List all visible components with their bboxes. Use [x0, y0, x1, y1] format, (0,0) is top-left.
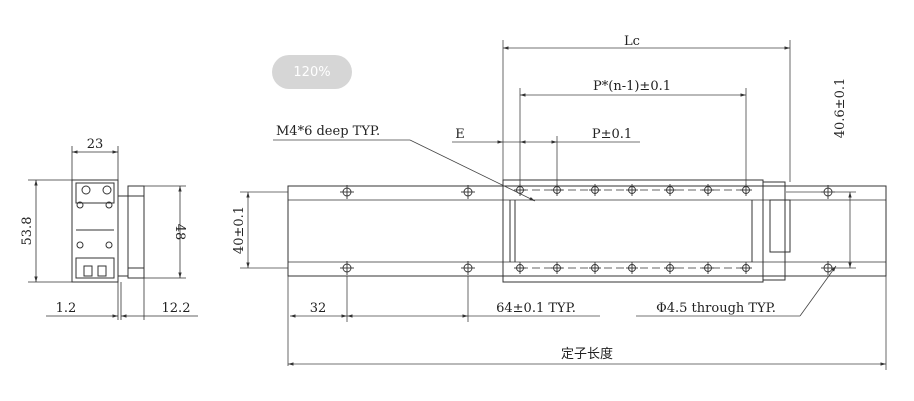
left-offset-label: 32 [310, 301, 327, 316]
end-view [28, 146, 198, 320]
tapped-hole [740, 262, 752, 274]
tapped-hole [626, 262, 638, 274]
end-view-screw [76, 201, 84, 209]
end-view-width-label: 23 [87, 137, 104, 152]
end-view-rail [117, 195, 129, 277]
lc-label: Lc [624, 34, 640, 49]
through-hole [340, 261, 354, 275]
through-hole [340, 185, 354, 199]
end-view-right-offset-label: 12.2 [162, 301, 191, 316]
mount-pitch-label: 64±0.1 TYP. [496, 301, 576, 316]
end-view-screw [105, 201, 113, 209]
pitch-label: P±0.1 [592, 127, 632, 142]
tapped-hole [626, 184, 638, 196]
zoom-level-badge[interactable]: 120% [272, 55, 352, 89]
right-height-label: 40.6±0.1 [833, 78, 848, 139]
end-view-side-height-label: 48 [172, 224, 187, 241]
hole-callout-label: Φ4.5 through TYP. [656, 301, 776, 316]
through-hole [461, 185, 475, 199]
end-view-height-label: 53.8 [20, 217, 35, 246]
top-view-dimensions [240, 40, 887, 370]
end-view-top-flange [75, 182, 115, 204]
top-view [287, 179, 887, 283]
through-hole [821, 261, 835, 275]
slider-tapped-holes [514, 184, 752, 274]
tapped-hole [514, 262, 526, 274]
stator-body [287, 185, 887, 277]
tapped-hole [702, 262, 714, 274]
end-view-left-offset-label: 1.2 [56, 301, 77, 316]
end-view-screw [76, 241, 84, 249]
stator-length-label: 定子长度 [561, 346, 613, 362]
height-label: 40±0.1 [232, 206, 247, 254]
end-view-screw [81, 185, 91, 195]
tapped-hole [664, 262, 676, 274]
tapped-hole [664, 184, 676, 196]
end-view-bottom-flange [75, 257, 115, 279]
tapped-hole [589, 184, 601, 196]
slider-carriage [502, 179, 764, 283]
end-view-body [71, 179, 119, 283]
tapped-hole [702, 184, 714, 196]
stator-through-holes [340, 185, 835, 275]
end-view-screw [105, 241, 113, 249]
tapped-hole [551, 262, 563, 274]
tap-callout-label: M4*6 deep TYP. [276, 124, 380, 139]
slider-end-cap [762, 181, 786, 281]
through-hole [461, 261, 475, 275]
end-view-screw [102, 185, 112, 195]
e-label: E [455, 127, 465, 142]
pitch-total-label: P*(n-1)±0.1 [593, 79, 671, 94]
end-view-stator [127, 185, 145, 279]
slider-connector [769, 199, 791, 253]
tapped-hole [589, 262, 601, 274]
